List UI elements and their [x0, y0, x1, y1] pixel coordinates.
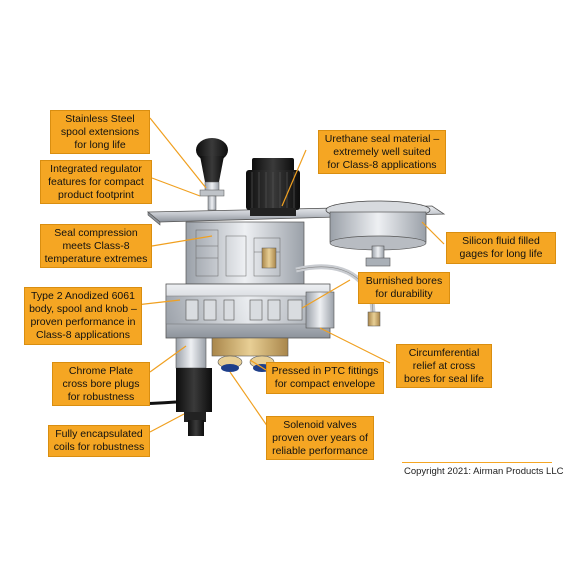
spool-knob — [196, 138, 228, 211]
callout-solenoid-valves: Solenoid valves proven over years of rel… — [266, 416, 374, 460]
callout-ptc-fittings: Pressed in PTC fittings for compact enve… — [266, 362, 384, 394]
callout-seal-compression: Seal compression meets Class-8 temperatu… — [40, 224, 152, 268]
callout-circumferential-relief: Circumferential relief at cross bores fo… — [396, 344, 492, 388]
callout-integrated-regulator: Integrated regulator features for compac… — [40, 160, 152, 204]
upper-housing — [185, 221, 305, 285]
callout-stainless-steel: Stainless Steel spool extensions for lon… — [50, 110, 150, 154]
copyright-text: Copyright 2021: Airman Products LLC — [404, 466, 564, 477]
callout-chrome-plate: Chrome Plate cross bore plugs for robust… — [52, 362, 150, 406]
callout-silicon-fluid: Silicon fluid filled gages for long life — [446, 232, 556, 264]
mounting-plate-edge — [147, 211, 161, 226]
callout-type2-anodized: Type 2 Anodized 6061 body, spool and kno… — [24, 287, 142, 345]
regulator-knob — [246, 158, 300, 216]
pressure-gauge — [325, 200, 431, 267]
callout-encapsulated-coils: Fully encapsulated coils for robustness — [48, 425, 150, 457]
callout-burnished-bores: Burnished bores for durability — [358, 272, 450, 304]
valve-body — [165, 283, 335, 339]
copyright-rule — [402, 462, 552, 463]
leader-lines — [135, 117, 445, 433]
callout-urethane-seal: Urethane seal material – extremely well … — [318, 130, 446, 174]
